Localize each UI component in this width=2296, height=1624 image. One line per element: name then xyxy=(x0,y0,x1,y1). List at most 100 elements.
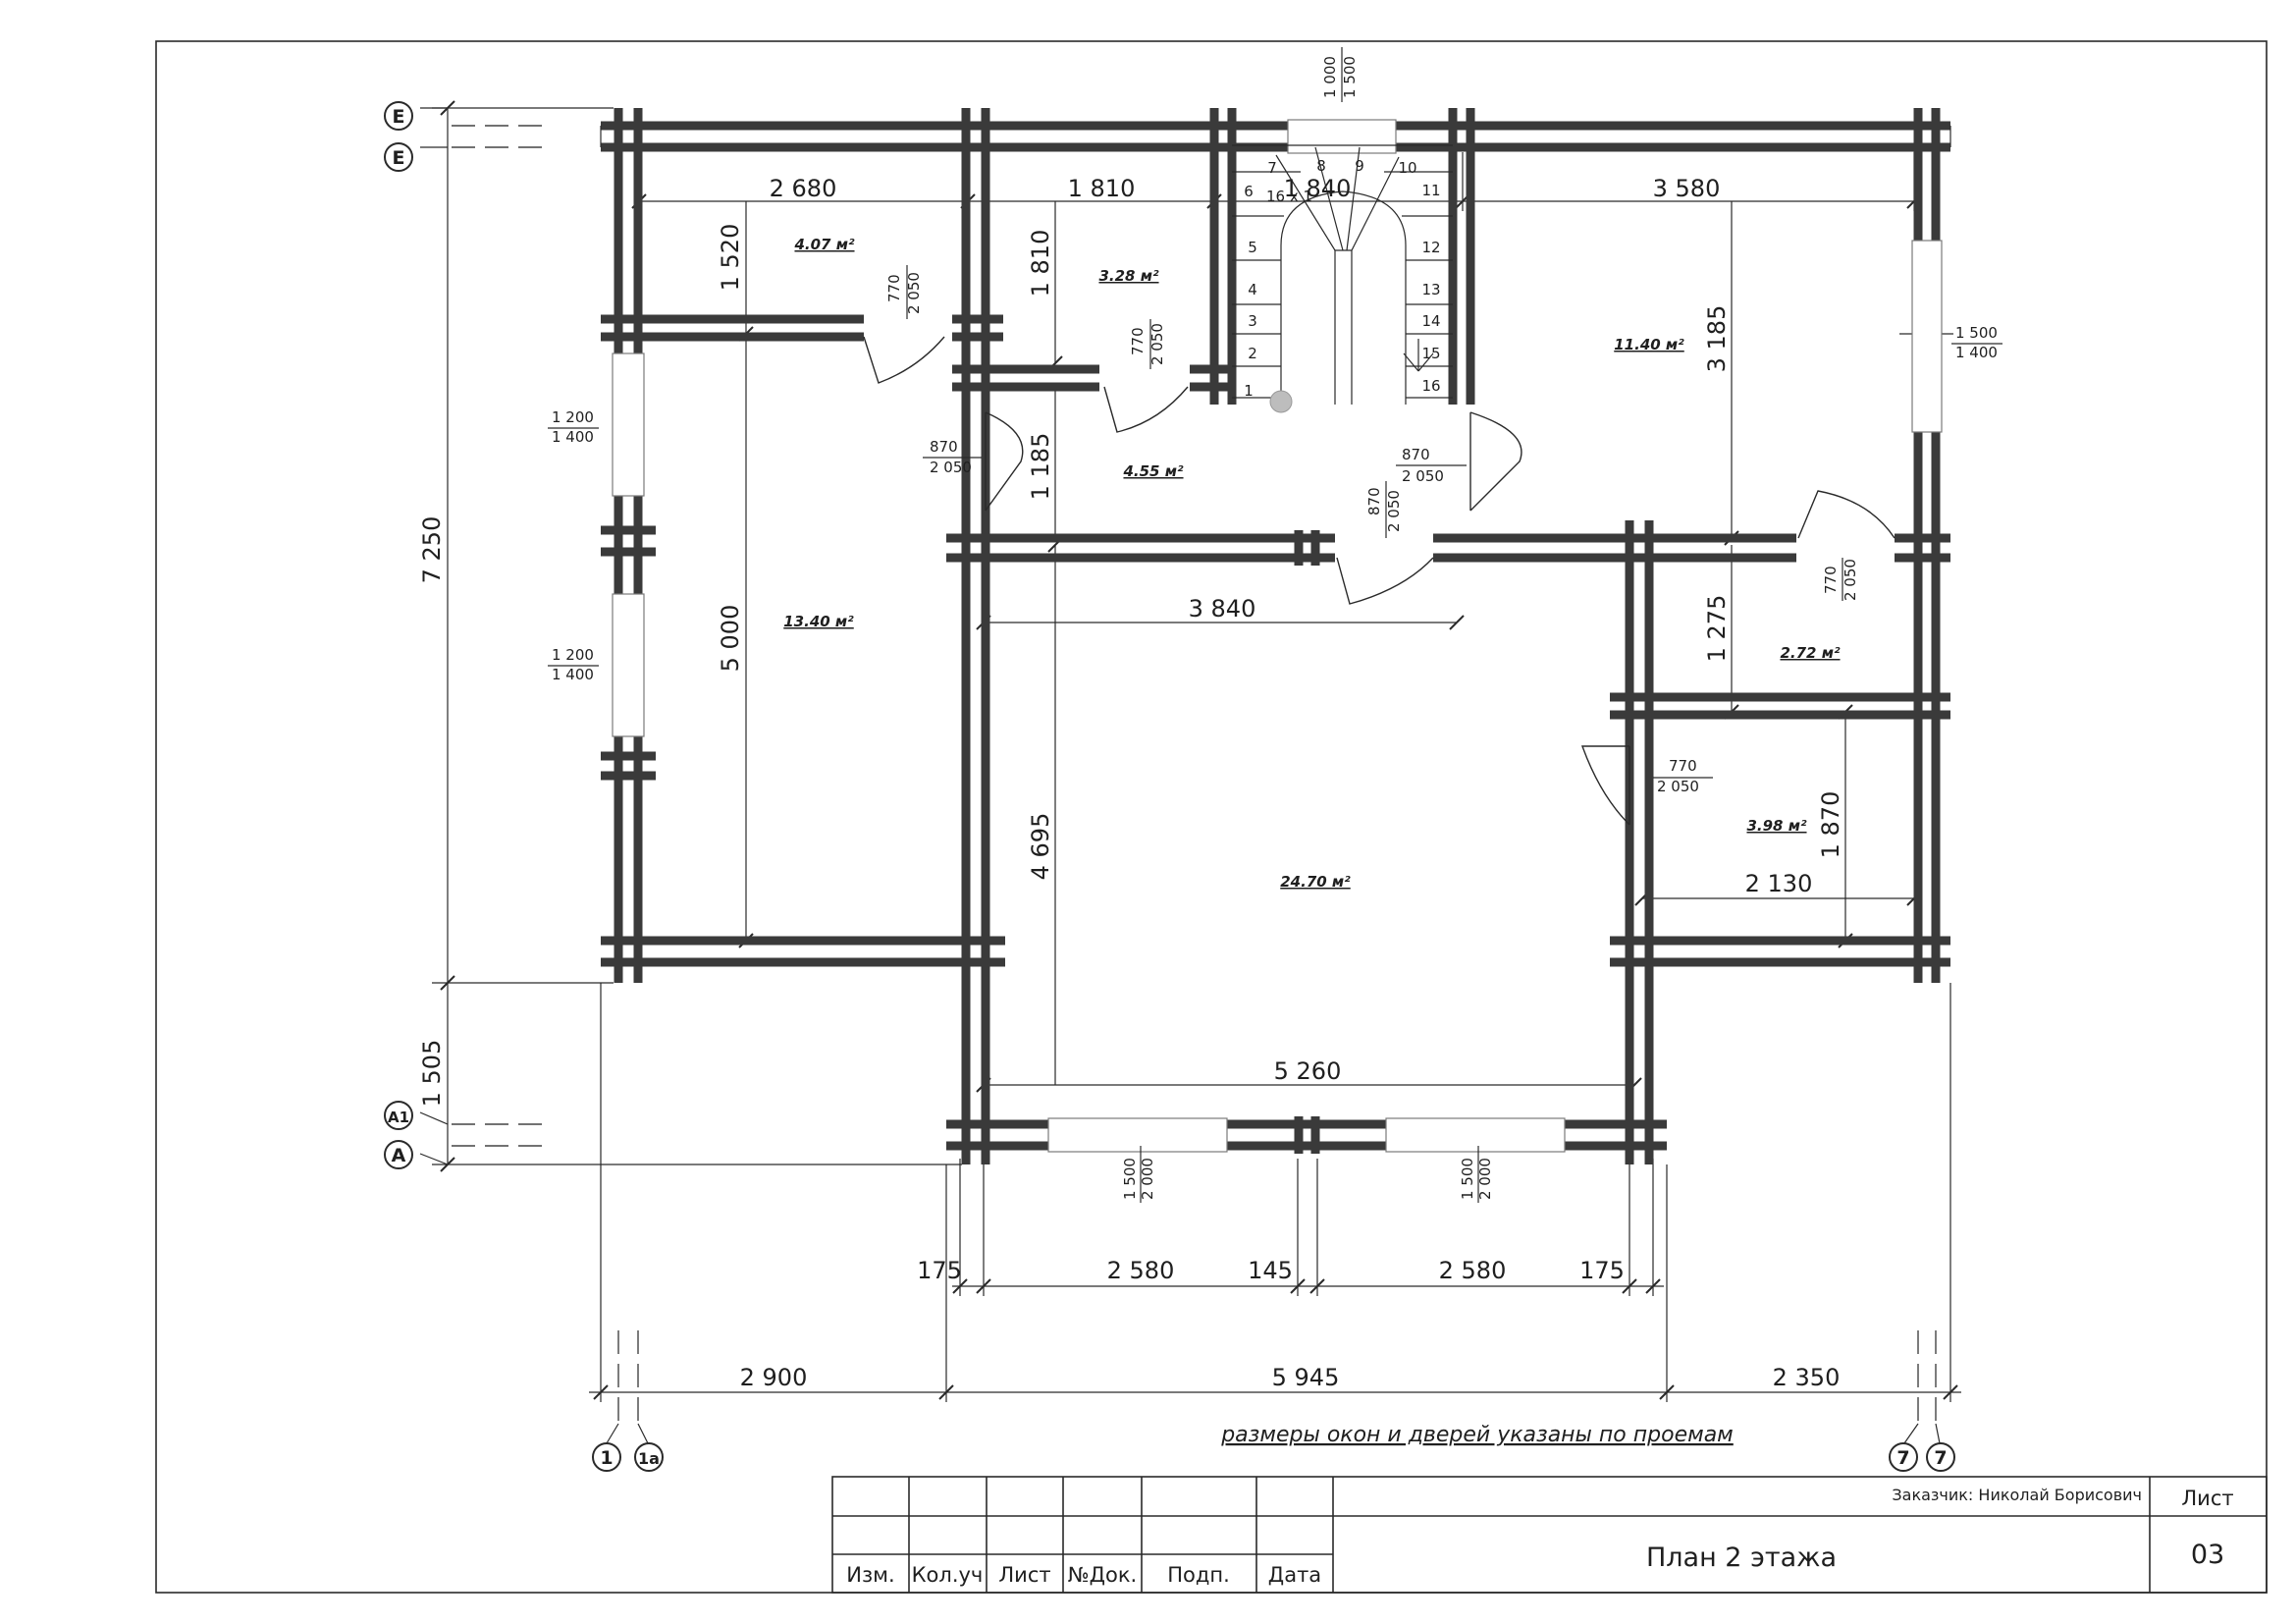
dim-bottom-175-left: 175 xyxy=(917,1257,962,1284)
doors xyxy=(863,336,1896,826)
axis-label-7-left: 7 xyxy=(1896,1447,1909,1469)
dim-hall-5260: 5 260 xyxy=(1274,1057,1342,1085)
door-room2 xyxy=(1103,386,1189,433)
dim-bottom-2580-left: 2 580 xyxy=(1107,1257,1175,1284)
dim-v-1520: 1 520 xyxy=(717,224,744,292)
step-6: 6 xyxy=(1244,183,1254,200)
door-left-hall-width: 870 xyxy=(930,438,958,456)
door-right-room-width: 770 xyxy=(1822,566,1840,594)
tb-header-izm: Изм. xyxy=(846,1563,894,1587)
door-right-lower-width: 770 xyxy=(1669,757,1697,775)
tb-header-list: Лист xyxy=(998,1563,1050,1587)
axis-label-a: A xyxy=(392,1145,406,1166)
dimension-lines xyxy=(432,107,1961,1402)
axis-label-e-top: E xyxy=(393,106,405,128)
room-area-4: 4.55 м² xyxy=(1122,462,1183,480)
axis-label-1a: 1a xyxy=(638,1449,660,1468)
axis-label-a1: A1 xyxy=(388,1109,409,1126)
tb-customer: Заказчик: Николай Борисович xyxy=(1892,1486,2142,1504)
door-right-room xyxy=(1797,490,1896,539)
bottom-window-1-width: 1 500 xyxy=(1121,1158,1139,1200)
right-window-width: 1 500 xyxy=(1955,324,1998,342)
room-area-7: 3.98 м² xyxy=(1746,817,1806,835)
room-area-3: 11.40 м² xyxy=(1614,336,1684,353)
tb-sheet-label: Лист xyxy=(2181,1487,2233,1510)
dim-bottom-offset: 1 505 xyxy=(418,1040,446,1108)
left-window-1-height: 1 400 xyxy=(552,428,594,446)
door-room2-height: 2 050 xyxy=(1148,323,1166,365)
door-room2-width: 770 xyxy=(1129,327,1147,355)
door-left-hall-height: 2 050 xyxy=(930,459,972,476)
axis-label-1: 1 xyxy=(600,1447,613,1469)
step-1: 1 xyxy=(1244,382,1254,400)
step-12: 12 xyxy=(1421,239,1440,256)
title-block: Изм. Кол.уч Лист №Док. Подп. Дата Заказч… xyxy=(831,1476,2268,1594)
dim-overall-5945: 5 945 xyxy=(1272,1364,1340,1391)
openings-note: размеры окон и дверей указаны по проемам xyxy=(1220,1423,1734,1447)
top-window-height: 1 500 xyxy=(1341,56,1359,98)
step-11: 11 xyxy=(1421,182,1440,199)
dim-top-1: 2 680 xyxy=(770,175,837,202)
dim-v-1810: 1 810 xyxy=(1027,230,1054,298)
dim-top-4: 3 580 xyxy=(1653,175,1721,202)
step-14: 14 xyxy=(1421,312,1440,330)
bottom-window-2-height: 2 000 xyxy=(1476,1158,1494,1200)
dim-bottom-175-right: 175 xyxy=(1579,1257,1625,1284)
left-window-1-width: 1 200 xyxy=(552,408,594,426)
axis-label-e-bottom: E xyxy=(393,147,405,169)
door-stair-side-width: 870 xyxy=(1402,446,1430,463)
door-hall-bottom xyxy=(1336,557,1434,605)
dim-v-5000: 5 000 xyxy=(717,605,744,673)
room-area-5: 13.40 м² xyxy=(783,613,854,630)
dim-top-2: 1 810 xyxy=(1068,175,1136,202)
left-window-2-height: 1 400 xyxy=(552,666,594,683)
left-window-1 xyxy=(612,352,645,497)
room-area-2: 3.28 м² xyxy=(1098,267,1158,285)
staircase xyxy=(1232,144,1453,413)
tb-header-doc: №Док. xyxy=(1068,1563,1137,1587)
axis-dash-lines xyxy=(452,125,1937,1424)
dim-v-1870: 1 870 xyxy=(1817,791,1844,859)
walls xyxy=(601,108,1950,1164)
tb-header-date: Дата xyxy=(1268,1563,1321,1587)
bottom-window-2-width: 1 500 xyxy=(1459,1158,1476,1200)
door-hall-bottom-width: 870 xyxy=(1365,487,1383,515)
dim-top-3: 1 840 xyxy=(1284,175,1352,202)
step-13: 13 xyxy=(1421,281,1440,298)
room-area-8: 24.70 м² xyxy=(1280,873,1351,891)
right-window-height: 1 400 xyxy=(1955,344,1998,361)
dim-overall-2900: 2 900 xyxy=(740,1364,808,1391)
step-15: 15 xyxy=(1421,345,1440,362)
dim-overall-2350: 2 350 xyxy=(1773,1364,1841,1391)
tb-sheet-number: 03 xyxy=(2191,1540,2224,1570)
dim-v-3185: 3 185 xyxy=(1703,305,1731,373)
step-16: 16 xyxy=(1421,377,1440,395)
dim-v-1275: 1 275 xyxy=(1703,595,1731,663)
top-window-width: 1 000 xyxy=(1321,56,1339,98)
step-8: 8 xyxy=(1316,157,1326,175)
axis-markers: E E A1 A 1 1a 7 7 xyxy=(384,101,1955,1472)
door-hall-bottom-height: 2 050 xyxy=(1385,490,1403,532)
dim-bottom-2580-right: 2 580 xyxy=(1439,1257,1507,1284)
dim-hall-3840: 3 840 xyxy=(1189,595,1256,623)
axis-label-7-right: 7 xyxy=(1934,1447,1947,1469)
door-right-lower xyxy=(1581,745,1630,826)
room-area-6: 2.72 м² xyxy=(1780,644,1840,662)
tb-header-podp: Подп. xyxy=(1167,1563,1230,1587)
step-2: 2 xyxy=(1248,345,1257,362)
bottom-window-1-height: 2 000 xyxy=(1139,1158,1156,1200)
dim-overall-height: 7 250 xyxy=(418,516,446,584)
room-area-1: 4.07 м² xyxy=(793,236,854,253)
dim-bottom-145: 145 xyxy=(1248,1257,1293,1284)
right-window xyxy=(1911,240,1943,433)
step-9: 9 xyxy=(1355,157,1364,175)
dim-v-1185: 1 185 xyxy=(1027,433,1054,501)
dimension-ticks xyxy=(440,100,1958,1400)
step-5: 5 xyxy=(1248,239,1257,256)
step-4: 4 xyxy=(1248,281,1257,298)
left-window-2 xyxy=(612,593,645,737)
step-7: 7 xyxy=(1267,159,1277,177)
tb-drawing-title: План 2 этажа xyxy=(1646,1543,1837,1573)
opening-labels: 1 000 1 500 1 500 1 400 1 200 1 400 1 20… xyxy=(548,47,2002,1203)
